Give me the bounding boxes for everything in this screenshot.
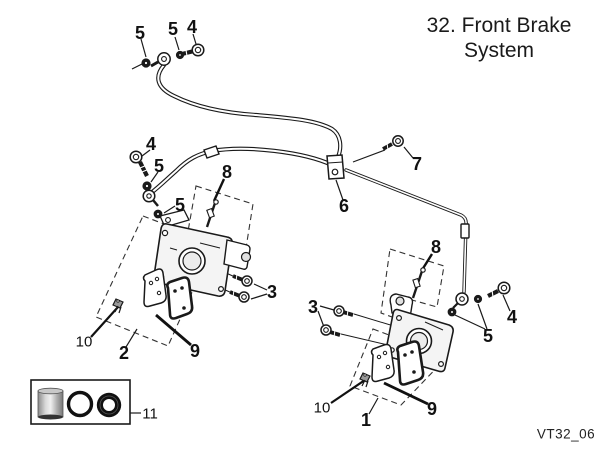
- hose-clamp-block: [326, 154, 345, 180]
- hose-left-branch: [148, 146, 335, 196]
- pad-clip-right-icon: [359, 372, 371, 388]
- caliper-bolts-right-icon: [320, 305, 354, 338]
- callout-banjo-bolt-upper: 4: [186, 17, 198, 37]
- bleeder-screw-left-icon: [205, 199, 219, 228]
- callout-brake-pads-left: 9: [189, 341, 201, 361]
- callout-seal-kit: 11: [142, 405, 158, 423]
- banjo-bolt-left-icon: [129, 150, 150, 177]
- caliper-bolts-left-icon: [229, 273, 253, 303]
- callout-caliper-bolts-right: 3: [307, 297, 319, 317]
- banjo-bolt-right-icon: [487, 281, 511, 298]
- seal-kit-box: [30, 379, 131, 425]
- banjo-fittings: [142, 52, 469, 309]
- left-caliper: [153, 209, 252, 297]
- pad-clip-left-icon: [112, 298, 124, 314]
- left-brake-pads: [142, 268, 194, 320]
- callout-bleeder-left: 8: [221, 162, 233, 182]
- callout-clamp-bolt: 7: [411, 154, 423, 174]
- clamp-bolt-icon: [382, 135, 404, 151]
- hose-upper: [156, 62, 343, 160]
- callout-pad-clip-left: 10: [75, 333, 93, 351]
- callout-hose-clamp: 6: [338, 196, 350, 216]
- dust-seal-icon: [96, 392, 122, 418]
- callout-bleeder-right: 8: [430, 237, 442, 257]
- bolts: [129, 43, 511, 338]
- callout-caliper-bolts-left: 3: [266, 282, 278, 302]
- right-brake-pads: [370, 340, 425, 386]
- callout-washers-right: 5: [482, 326, 494, 346]
- figure-code: VT32_06: [536, 426, 596, 442]
- callout-washer-upper-banjo: 5: [167, 19, 179, 39]
- callout-caliper-assembly-right: 1: [360, 410, 372, 430]
- piston-icon: [37, 387, 64, 420]
- hose-connector-icon: [203, 145, 470, 239]
- callout-pad-clip-right: 10: [313, 399, 331, 417]
- callout-washer-left-lower: 5: [174, 195, 186, 215]
- o-ring-icon: [66, 390, 94, 418]
- callout-banjo-bolt-left: 4: [145, 134, 157, 154]
- callout-washer-upper-left: 5: [134, 23, 146, 43]
- leader-lines: [125, 33, 511, 415]
- callout-banjo-bolt-right: 4: [506, 307, 518, 327]
- bleeder-box-right: [380, 248, 445, 323]
- sealing-washers: [141, 50, 483, 317]
- bleeder-screw-right-icon: [411, 267, 426, 299]
- callout-caliper-assembly-left: 2: [118, 343, 130, 363]
- diagram-title-line1: 32. Front Brake: [426, 14, 572, 37]
- callout-brake-pads-right: 9: [426, 399, 438, 419]
- diagram-title-line2: System: [463, 39, 535, 62]
- banjo-bolt-upper-icon: [181, 43, 205, 57]
- callout-washer-left-upper: 5: [153, 156, 165, 176]
- pipe-right-branch: [344, 168, 468, 294]
